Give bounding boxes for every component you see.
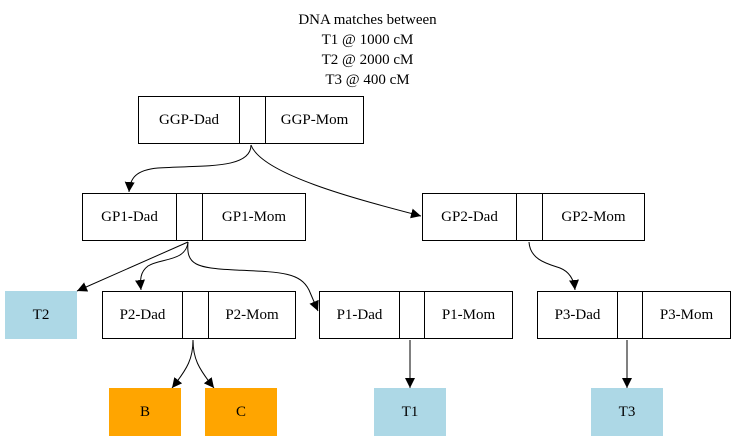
gp1-mom-label: GP1-Mom <box>221 208 287 225</box>
couple-node-p2[interactable]: P2-Dad P2-Mom <box>102 291 296 339</box>
t2-label: T2 <box>32 306 50 323</box>
p2-mom-label: P2-Mom <box>225 306 279 323</box>
gp1-link-cell <box>176 194 203 240</box>
p1-link-cell <box>399 292 425 338</box>
leaf-node-b[interactable]: B <box>109 388 181 436</box>
leaf-node-c[interactable]: C <box>205 388 277 436</box>
diagram-title: DNA matches between T1 @ 1000 cM T2 @ 20… <box>0 10 735 90</box>
edge-p2-to-b <box>171 339 194 389</box>
c-label: C <box>235 403 246 420</box>
edge-p2-to-c <box>192 339 215 389</box>
couple-node-p3[interactable]: P3-Dad P3-Mom <box>537 291 731 339</box>
t3-label: T3 <box>618 403 636 420</box>
gp2-link-cell <box>516 194 543 240</box>
edge-ggp-to-gp2 <box>250 144 422 219</box>
couple-node-ggp[interactable]: GGP-Dad GGP-Mom <box>138 96 364 144</box>
p3-dad-label: P3-Dad <box>554 306 601 323</box>
p3-link-cell <box>617 292 643 338</box>
edge-ggp-to-gp1 <box>124 144 252 193</box>
leaf-node-t2[interactable]: T2 <box>5 291 77 339</box>
gp2-dad-label: GP2-Dad <box>441 208 498 225</box>
title-line-2: T1 @ 1000 cM <box>321 32 414 48</box>
edge-gp1-to-t2 <box>76 241 189 292</box>
couple-node-gp2[interactable]: GP2-Dad GP2-Mom <box>422 193 645 241</box>
t1-label: T1 <box>401 403 419 420</box>
p1-dad-label: P1-Dad <box>336 306 383 323</box>
gp2-mom-label: GP2-Mom <box>561 208 626 225</box>
p2-link-cell <box>182 292 209 338</box>
edge-gp2-to-p3 <box>528 241 579 291</box>
ggp-link-cell <box>239 97 266 143</box>
title-line-3: T2 @ 2000 cM <box>321 52 414 68</box>
couple-node-p1[interactable]: P1-Dad P1-Mom <box>319 291 513 339</box>
ggp-mom-label: GGP-Mom <box>280 111 349 128</box>
b-label: B <box>139 403 150 420</box>
p2-dad-label: P2-Dad <box>119 306 166 323</box>
leaf-node-t1[interactable]: T1 <box>374 388 446 436</box>
p3-mom-label: P3-Mom <box>659 306 714 323</box>
gp1-dad-label: GP1-Dad <box>101 208 158 225</box>
title-line-1: DNA matches between <box>298 12 437 28</box>
couple-node-gp1[interactable]: GP1-Dad GP1-Mom <box>82 193 306 241</box>
edge-gp1-to-p1 <box>187 241 319 312</box>
edge-gp1-to-p2 <box>135 241 189 291</box>
leaf-node-t3[interactable]: T3 <box>591 388 663 436</box>
title-line-4: T3 @ 400 cM <box>325 72 410 88</box>
p1-mom-label: P1-Mom <box>441 306 496 323</box>
ggp-dad-label: GGP-Dad <box>159 111 219 128</box>
